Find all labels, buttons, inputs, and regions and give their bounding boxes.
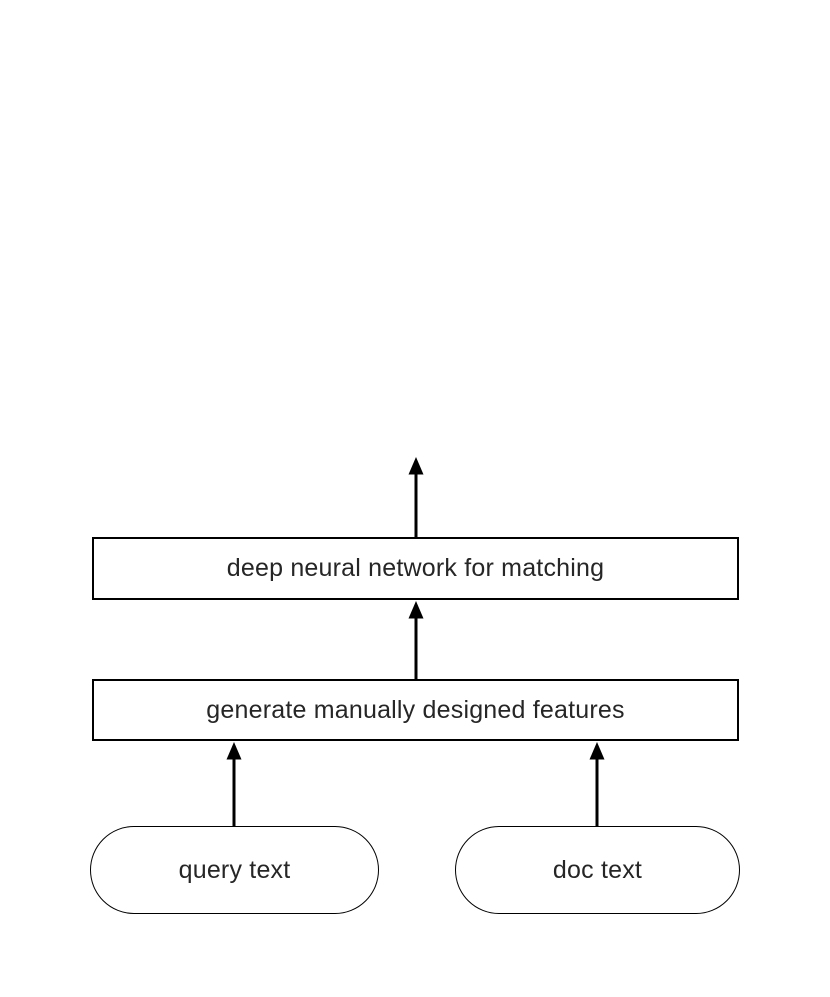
arrow-up-output-icon <box>408 457 424 537</box>
arrow-doc-to-features-icon <box>589 742 605 826</box>
node-deep-neural-network: deep neural network for matching <box>92 537 739 600</box>
node-generate-features: generate manually designed features <box>92 679 739 741</box>
arrow-query-to-features-icon <box>226 742 242 826</box>
node-doc-text-label: doc text <box>552 855 643 884</box>
node-doc-text: doc text <box>455 826 740 914</box>
node-generate-features-label: generate manually designed features <box>206 695 625 724</box>
node-query-text: query text <box>90 826 379 914</box>
arrow-features-to-dnn-icon <box>408 601 424 679</box>
node-query-text-label: query text <box>178 855 291 884</box>
node-deep-neural-network-label: deep neural network for matching <box>226 554 605 582</box>
